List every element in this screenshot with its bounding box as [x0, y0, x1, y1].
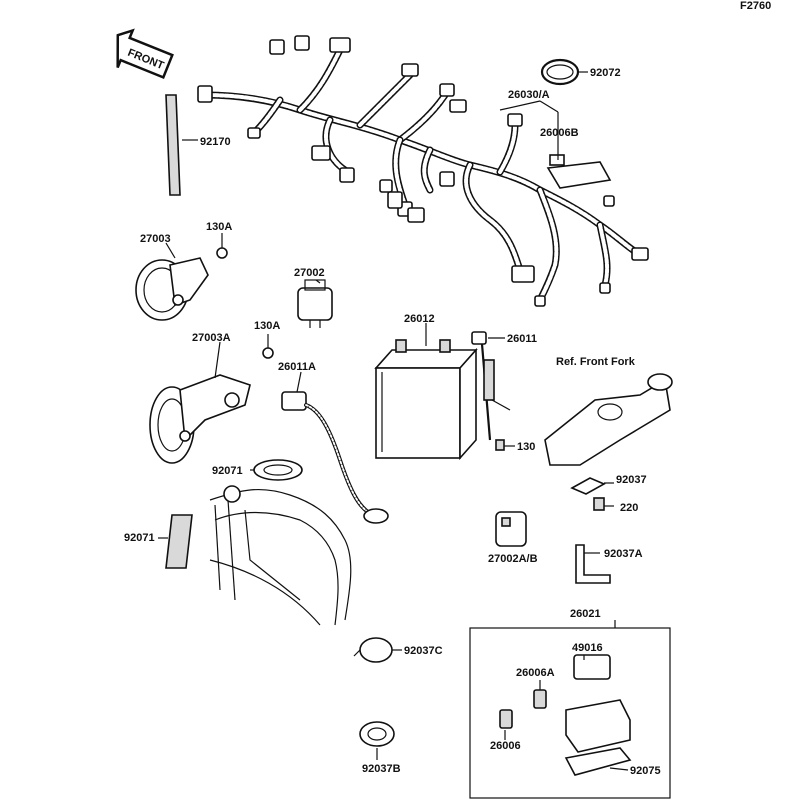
main-wiring-harness	[197, 35, 649, 307]
callout-26011: 26011	[507, 333, 537, 345]
callout-27003a: 27003A	[192, 332, 231, 344]
callout-92170: 92170	[200, 136, 231, 148]
relay-27002ab	[495, 511, 527, 547]
callout-26030a: 26030/A	[508, 89, 550, 101]
callout-92071-left: 92071	[124, 532, 155, 544]
callout-220: 220	[620, 502, 638, 514]
ref-front-fork-label: Ref. Front Fork	[556, 356, 636, 368]
clamp-92037c	[353, 637, 393, 663]
callout-26006a: 26006A	[516, 667, 555, 679]
battery-cable-26011a	[281, 391, 389, 524]
callout-27002ab: 27002A/B	[488, 553, 538, 565]
rubber-92071-top	[253, 459, 303, 481]
callout-92075: 92075	[630, 765, 661, 777]
callout-49016: 49016	[572, 642, 603, 654]
fuse-box-harness-26006b	[546, 154, 612, 189]
diagram-code: F2760	[740, 0, 771, 12]
horn-27003	[135, 247, 228, 321]
front-arrow-icon: FRONT	[116, 28, 174, 79]
callout-26011a: 26011A	[278, 361, 316, 373]
bolt-130	[495, 439, 505, 451]
rubber-92071-left	[165, 514, 193, 569]
relay-27002	[297, 279, 333, 328]
callout-26006: 26006	[490, 740, 521, 752]
leader-lines	[158, 71, 629, 771]
callout-92037b: 92037B	[362, 763, 401, 775]
callout-92037a: 92037A	[604, 548, 643, 560]
callout-26006b: 26006B	[540, 127, 579, 139]
clamp-92037b	[359, 721, 395, 747]
callout-130a-mid: 130A	[254, 320, 280, 332]
battery-26012	[374, 339, 478, 461]
callout-27003: 27003	[140, 233, 171, 245]
callout-26021: 26021	[570, 608, 601, 620]
strap-92170	[165, 94, 181, 196]
callout-26012: 26012	[404, 313, 435, 325]
bolt-220	[593, 497, 605, 511]
callout-92037c: 92037C	[404, 645, 443, 657]
battery-cable-26011	[471, 331, 511, 441]
clamp-92037	[570, 477, 606, 495]
horn-27003a	[149, 347, 274, 464]
callout-130a-top: 130A	[206, 221, 232, 233]
callout-92037: 92037	[616, 474, 647, 486]
callout-27002: 27002	[294, 267, 325, 279]
clamp-92072	[540, 58, 580, 86]
callout-92072: 92072	[590, 67, 621, 79]
front-fork-bracket	[544, 373, 673, 466]
frame-section	[209, 485, 352, 626]
callout-130: 130	[517, 441, 535, 453]
bracket-92037a	[575, 544, 611, 584]
callout-92071-top: 92071	[212, 465, 243, 477]
